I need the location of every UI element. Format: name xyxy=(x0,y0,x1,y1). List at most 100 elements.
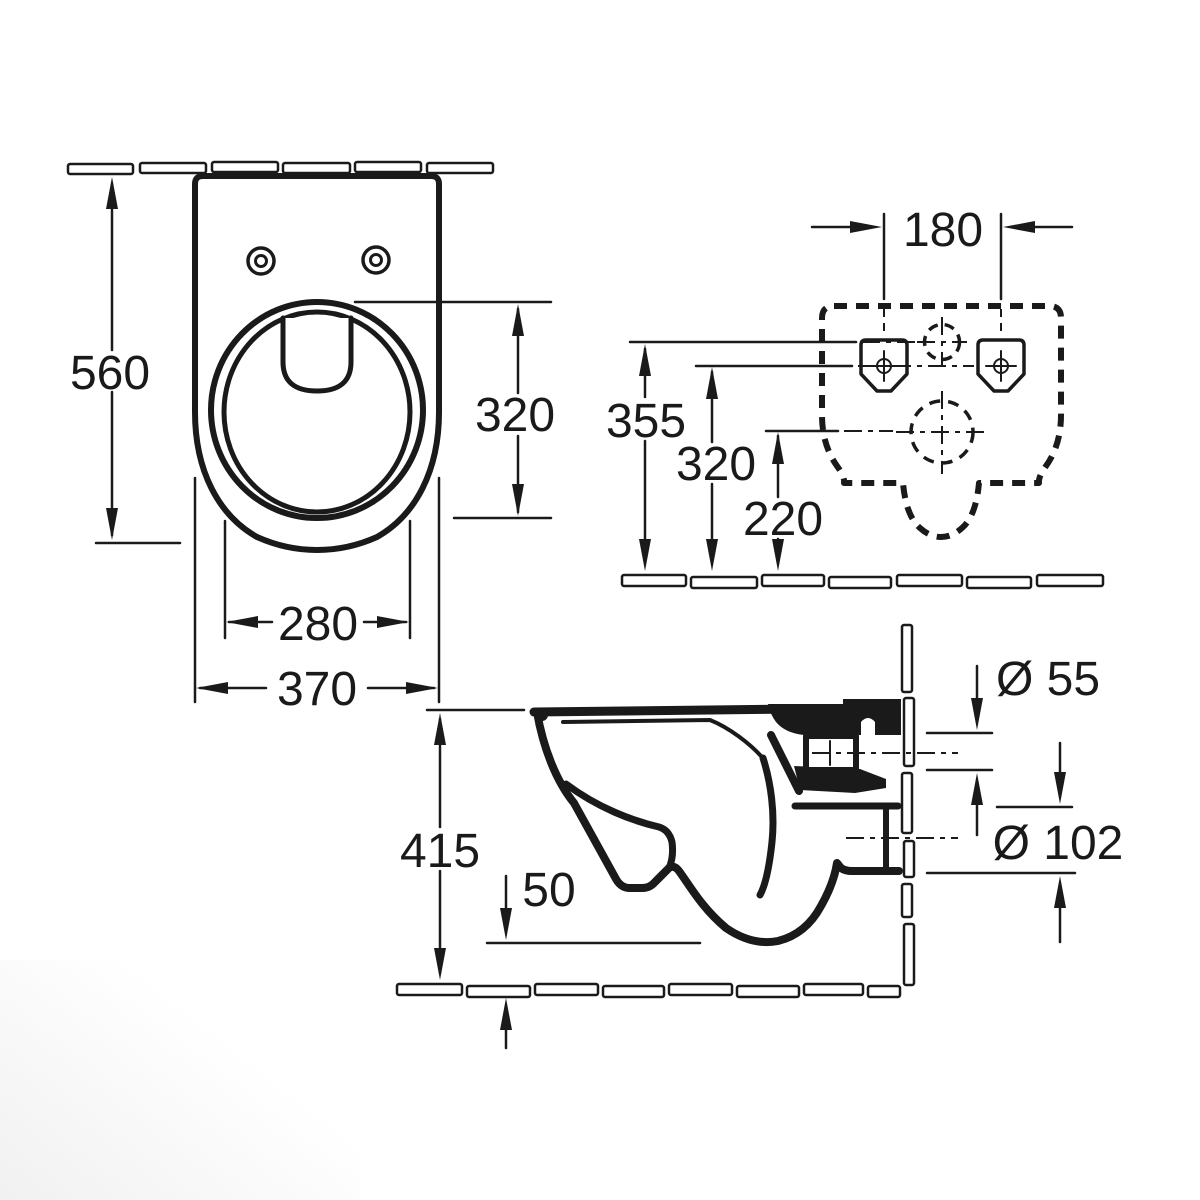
tile xyxy=(895,573,964,588)
bowl-rim-outline xyxy=(208,299,426,521)
dim-plan-cutout-width: 280 xyxy=(223,519,412,651)
rear-floor-tiles xyxy=(620,573,1105,590)
dim-label-370: 370 xyxy=(277,663,357,716)
arrow-left xyxy=(196,682,228,694)
tile xyxy=(1035,573,1105,588)
hinge-hole-left-inner xyxy=(254,254,268,268)
bowl-back-outer-line xyxy=(767,731,803,795)
tile xyxy=(802,982,865,997)
dim-label-320: 320 xyxy=(475,389,555,442)
tile xyxy=(965,575,1033,590)
arrow-down xyxy=(106,508,118,540)
arrow-down xyxy=(772,539,784,571)
seat-hinge-holes xyxy=(246,245,391,276)
dim-rear-fixing-height: 320 xyxy=(676,367,756,571)
arrow-up xyxy=(971,773,983,805)
fixing-hole-right xyxy=(976,338,1026,393)
hinge-hole-left-outer xyxy=(246,246,276,276)
tile xyxy=(425,161,495,175)
hinge-hole-right-outer xyxy=(361,245,391,275)
dim-plan-cutout-length: 320 xyxy=(353,300,555,520)
rim-top-line xyxy=(529,704,805,717)
tile xyxy=(689,575,759,590)
tile xyxy=(601,984,666,999)
bowl-underside-line xyxy=(562,780,677,872)
dim-rear-hole-spacing: 180 xyxy=(810,204,1074,334)
tile xyxy=(900,882,914,919)
tile xyxy=(827,575,893,590)
tile xyxy=(866,984,902,999)
dim-rear-inlet-height: 355 xyxy=(606,344,686,571)
side-wall-tiles xyxy=(900,623,916,987)
arrow-down xyxy=(434,948,446,980)
tile xyxy=(900,623,914,694)
arrow-up xyxy=(500,998,512,1030)
arrow-right xyxy=(377,616,409,628)
dim-label-220: 220 xyxy=(743,493,823,546)
tile xyxy=(760,573,826,588)
arrow-right xyxy=(850,221,882,233)
tile xyxy=(353,160,423,174)
toilet-side-profile xyxy=(529,699,958,947)
tile xyxy=(138,161,208,175)
dim-label-355: 355 xyxy=(606,395,686,448)
dim-label-280: 280 xyxy=(278,598,358,651)
dim-label-outlet-diameter: Ø 102 xyxy=(993,817,1124,870)
bowl-opening-outline xyxy=(221,309,413,515)
tile xyxy=(735,984,801,999)
arrow-up xyxy=(512,304,524,336)
dim-side-outlet-diameter: Ø 102 xyxy=(925,741,1124,944)
hinge-hole-right-inner xyxy=(369,253,383,267)
arrow-down xyxy=(706,539,718,571)
arrow-up xyxy=(639,344,651,376)
tile xyxy=(902,839,916,879)
tile xyxy=(900,771,914,835)
arrow-down xyxy=(512,484,524,516)
plan-view: 560 320 280 xyxy=(66,160,555,716)
dim-label-415: 415 xyxy=(400,825,480,878)
dim-label-inlet-diameter: Ø 55 xyxy=(996,653,1100,706)
tile xyxy=(395,982,464,997)
inner-rim-line xyxy=(561,718,763,758)
tile xyxy=(902,922,916,987)
bowl-back-inner-line xyxy=(756,754,777,899)
tile xyxy=(210,160,280,174)
dim-side-bottom-clearance: 50 xyxy=(485,864,702,1050)
plan-wall-tiles xyxy=(66,160,495,176)
dim-label-320: 320 xyxy=(676,438,756,491)
arrow-up xyxy=(772,432,784,464)
dim-plan-overall-length: 560 xyxy=(70,177,182,545)
arrow-left xyxy=(226,616,258,628)
tile xyxy=(465,984,532,999)
arrow-up xyxy=(1054,876,1066,908)
flush-distributor-outline xyxy=(280,315,354,394)
dim-side-inlet-diameter: Ø 55 xyxy=(925,653,1100,837)
arrow-down xyxy=(971,698,983,730)
tile xyxy=(667,982,734,997)
arrow-up xyxy=(434,713,446,745)
arrow-down xyxy=(1054,772,1066,804)
tile xyxy=(620,573,688,588)
tile xyxy=(66,162,135,176)
side-floor-tiles xyxy=(395,982,902,999)
rear-view: 180 355 320 22 xyxy=(606,204,1105,590)
dim-side-overall-height: 415 xyxy=(400,708,526,980)
arrow-left xyxy=(1003,221,1035,233)
dim-rear-outlet-height: 220 xyxy=(743,432,823,571)
side-view: 415 50 Ø 55 Ø 1 xyxy=(395,623,1124,1050)
dim-label-560: 560 xyxy=(70,347,150,400)
outer-silhouette xyxy=(533,708,903,947)
dim-plan-overall-width: 370 xyxy=(193,476,441,716)
arrow-up xyxy=(706,367,718,399)
arrow-down xyxy=(500,908,512,940)
arrow-up xyxy=(106,177,118,209)
arrow-down xyxy=(639,539,651,571)
outlet-mark xyxy=(896,391,989,474)
tile xyxy=(533,982,600,997)
arrow-right xyxy=(406,682,438,694)
dim-label-180: 180 xyxy=(903,204,983,257)
dim-label-50: 50 xyxy=(522,864,575,917)
water-inlet-mark xyxy=(917,317,967,367)
